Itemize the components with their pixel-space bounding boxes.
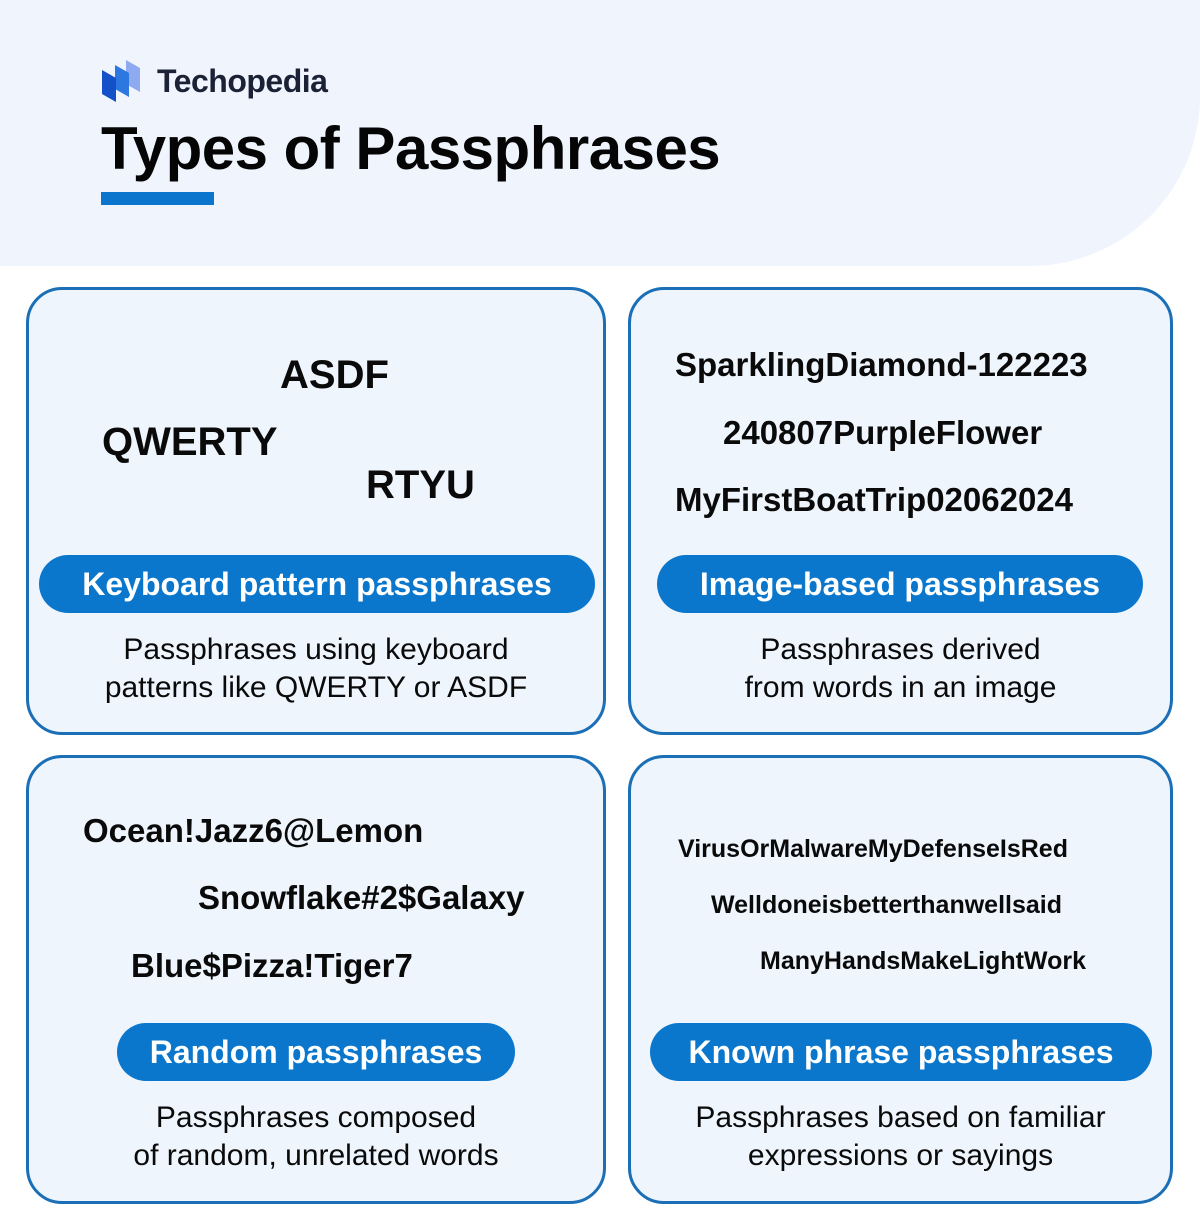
example-passphrase: RTYU xyxy=(366,463,475,507)
description-line: Passphrases based on familiar xyxy=(695,1101,1106,1134)
category-description: Passphrases using keyboard patterns like… xyxy=(29,631,603,707)
example-passphrase: 240807PurpleFlower xyxy=(723,414,1043,451)
example-passphrase: Snowflake#2$Galaxy xyxy=(198,879,525,916)
category-description: Passphrases derived from words in an ima… xyxy=(631,631,1170,707)
card-keyboard-pattern: ASDF QWERTY RTYU Keyboard pattern passph… xyxy=(26,287,606,735)
example-passphrase: Ocean!Jazz6@Lemon xyxy=(83,812,424,849)
header-band xyxy=(0,0,1200,266)
card-known-phrase: VirusOrMalwareMyDefenseIsRed Welldoneisb… xyxy=(628,755,1173,1204)
example-passphrase: ManyHandsMakeLightWork xyxy=(760,947,1086,975)
example-passphrase: QWERTY xyxy=(102,420,278,464)
example-passphrase: Welldoneisbetterthanwellsaid xyxy=(711,891,1063,919)
card-random: Ocean!Jazz6@Lemon Snowflake#2$Galaxy Blu… xyxy=(26,755,606,1204)
description-line: Passphrases composed xyxy=(155,1101,477,1134)
description-line: Passphrases derived xyxy=(760,633,1041,666)
category-description: Passphrases composed of random, unrelate… xyxy=(29,1099,603,1175)
description-line: patterns like QWERTY or ASDF xyxy=(104,671,528,704)
brand: Techopedia xyxy=(101,60,328,102)
description-line: expressions or sayings xyxy=(747,1139,1054,1172)
description-line: from words in an image xyxy=(744,671,1057,704)
category-label: Image-based passphrases xyxy=(657,555,1143,613)
category-label: Known phrase passphrases xyxy=(650,1023,1152,1081)
description-line: Passphrases using keyboard xyxy=(123,633,509,666)
example-passphrase: SparklingDiamond-122223 xyxy=(675,346,1088,383)
example-passphrase: MyFirstBoatTrip02062024 xyxy=(675,481,1074,518)
description-line: of random, unrelated words xyxy=(133,1139,499,1172)
card-image-based: SparklingDiamond-122223 240807PurpleFlow… xyxy=(628,287,1173,735)
brand-name: Techopedia xyxy=(157,62,328,99)
category-label: Keyboard pattern passphrases xyxy=(39,555,595,613)
techopedia-logo-icon xyxy=(101,60,141,102)
page-title: Types of Passphrases xyxy=(101,115,721,182)
category-label: Random passphrases xyxy=(117,1023,515,1081)
example-passphrase: ASDF xyxy=(280,353,389,397)
example-passphrase: Blue$Pizza!Tiger7 xyxy=(131,947,413,984)
category-description: Passphrases based on familiar expression… xyxy=(631,1099,1170,1175)
example-passphrase: VirusOrMalwareMyDefenseIsRed xyxy=(678,835,1068,863)
title-underline xyxy=(101,192,214,205)
